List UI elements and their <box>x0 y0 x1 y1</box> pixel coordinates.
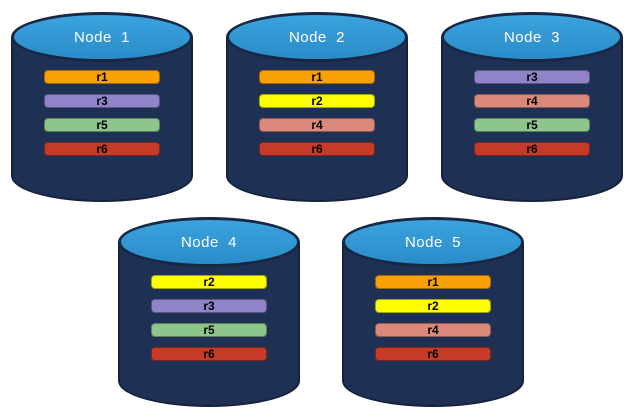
node-title: Node 4 <box>180 233 238 251</box>
database-node-5: Node 5 r1 r2 r4 r6 <box>342 217 524 407</box>
cylinder-top-ellipse: Node 2 <box>226 12 408 62</box>
cylinder-top-ellipse: Node 1 <box>11 12 193 62</box>
database-node-4: Node 4 r2 r3 r5 r6 <box>118 217 300 407</box>
replica-bar-r5: r5 <box>473 118 591 132</box>
replica-bar-r6: r6 <box>473 142 591 156</box>
replica-bar-r4: r4 <box>258 118 376 132</box>
cylinder-top-ellipse: Node 3 <box>441 12 623 62</box>
replica-bar-r2: r2 <box>374 299 492 313</box>
replica-bar-r3: r3 <box>43 94 161 108</box>
replica-bar-r3: r3 <box>473 70 591 84</box>
node-title: Node 1 <box>73 28 131 46</box>
node-title: Node 5 <box>404 233 462 251</box>
replica-bar-r1: r1 <box>258 70 376 84</box>
replica-list: r1 r2 r4 r6 <box>226 70 408 156</box>
replica-bar-r4: r4 <box>374 323 492 337</box>
replica-bar-r6: r6 <box>258 142 376 156</box>
cylinder-top-ellipse: Node 5 <box>342 217 524 267</box>
replica-list: r3 r4 r5 r6 <box>441 70 623 156</box>
replica-bar-r1: r1 <box>43 70 161 84</box>
replica-bar-r5: r5 <box>43 118 161 132</box>
replica-bar-r5: r5 <box>150 323 268 337</box>
database-node-2: Node 2 r1 r2 r4 r6 <box>226 12 408 202</box>
replica-bar-r2: r2 <box>258 94 376 108</box>
replica-bar-r3: r3 <box>150 299 268 313</box>
replica-bar-r6: r6 <box>43 142 161 156</box>
cylinder-top-ellipse: Node 4 <box>118 217 300 267</box>
replica-bar-r4: r4 <box>473 94 591 108</box>
replica-bar-r1: r1 <box>374 275 492 289</box>
node-title: Node 3 <box>503 28 561 46</box>
replica-bar-r6: r6 <box>150 347 268 361</box>
replica-list: r1 r2 r4 r6 <box>342 275 524 361</box>
replica-list: r2 r3 r5 r6 <box>118 275 300 361</box>
replica-bar-r6: r6 <box>374 347 492 361</box>
replica-list: r1 r3 r5 r6 <box>11 70 193 156</box>
database-node-1: Node 1 r1 r3 r5 r6 <box>11 12 193 202</box>
node-title: Node 2 <box>288 28 346 46</box>
database-node-3: Node 3 r3 r4 r5 r6 <box>441 12 623 202</box>
replica-bar-r2: r2 <box>150 275 268 289</box>
